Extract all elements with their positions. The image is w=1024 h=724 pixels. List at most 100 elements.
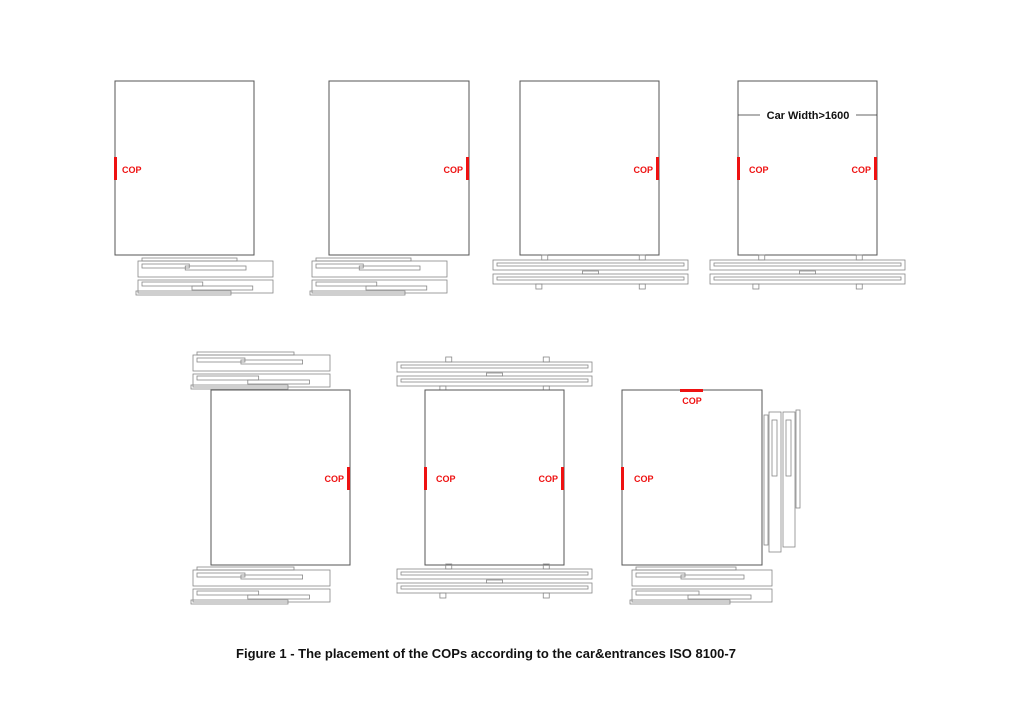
door-panel: [400, 585, 589, 590]
door-track: [631, 569, 773, 587]
car-width-label: Car Width>1600: [767, 110, 850, 122]
door-frame: [795, 409, 801, 509]
door-assembly-rear: [190, 566, 331, 605]
cop-label: COP: [443, 165, 463, 175]
door-panel: [240, 359, 303, 365]
door-track: [782, 411, 796, 548]
cop-label: COP: [851, 165, 871, 175]
cop-marker-left: [114, 157, 117, 180]
door-panel: [141, 281, 204, 287]
door-assembly-side: [763, 409, 801, 553]
cop-marker-right: [874, 157, 877, 180]
cop-marker-left: [424, 467, 427, 490]
door-track: [631, 588, 773, 603]
car-outline: [621, 389, 763, 566]
door-bracket: [638, 283, 646, 290]
door-panel: [400, 378, 589, 383]
door-frame: [309, 290, 406, 296]
door-track: [768, 411, 782, 553]
door-panel: [785, 419, 792, 477]
door-bracket: [758, 254, 766, 261]
door-bracket: [541, 254, 549, 261]
car-outline: [114, 80, 255, 256]
door-panel: [400, 364, 589, 369]
door-bracket: [542, 592, 550, 599]
layout-5: COP: [190, 351, 351, 605]
door-track: [396, 568, 593, 580]
door-bracket: [855, 283, 863, 290]
cop-marker-right: [656, 157, 659, 180]
cop-marker-right: [466, 157, 469, 180]
door-bracket: [445, 356, 453, 363]
door-frame: [190, 384, 289, 390]
door-panel: [315, 281, 378, 287]
door-frame: [141, 257, 238, 262]
cop-label: COP: [538, 474, 558, 484]
layout-6: COP COP: [396, 356, 593, 599]
door-track: [492, 259, 689, 271]
door-frame: [763, 414, 769, 546]
door-track: [709, 273, 906, 285]
cop-marker-right: [347, 467, 350, 490]
car-outline: [210, 389, 351, 566]
door-track: [137, 279, 274, 294]
door-bracket: [542, 356, 550, 363]
door-track: [192, 588, 331, 603]
figure-caption: Figure 1 - The placement of the COPs acc…: [236, 646, 736, 661]
door-track: [709, 259, 906, 271]
door-bracket: [542, 563, 550, 570]
door-track: [396, 375, 593, 387]
door-bracket: [855, 254, 863, 261]
door-panel: [400, 571, 589, 576]
door-bracket: [535, 283, 543, 290]
car-outline: [424, 389, 565, 566]
cop-marker-left: [737, 157, 740, 180]
door-panel: [358, 265, 421, 271]
layout-2: COP: [309, 80, 470, 296]
door-assembly-center: [492, 254, 689, 290]
cop-label: COP: [436, 474, 456, 484]
door-assembly-front: [396, 356, 593, 392]
door-panel: [141, 263, 190, 269]
door-track: [192, 373, 331, 388]
door-panel: [191, 285, 254, 291]
door-panel: [680, 574, 745, 580]
door-panel: [184, 265, 247, 271]
layout-3: COP: [492, 80, 689, 290]
door-lock: [486, 372, 503, 377]
door-track: [192, 569, 331, 587]
door-panel: [240, 574, 303, 580]
door-track: [192, 354, 331, 372]
door-assembly-front: [190, 351, 331, 390]
door-frame: [196, 351, 295, 356]
door-panel: [196, 357, 246, 363]
door-bracket: [439, 592, 447, 599]
door-track: [492, 273, 689, 285]
layout-4: Car Width>1600 COP COP: [709, 80, 906, 290]
cop-label: COP: [324, 474, 344, 484]
layout-7: COP COP: [621, 389, 801, 605]
door-bracket: [445, 563, 453, 570]
cop-label: COP: [634, 474, 654, 484]
door-frame: [635, 566, 737, 571]
door-panel: [247, 594, 310, 600]
cop-label: COP: [122, 165, 142, 175]
door-bracket: [752, 283, 760, 290]
door-assembly-telescopic: [309, 257, 448, 296]
door-frame: [135, 290, 232, 296]
door-assembly-rear: [629, 566, 773, 605]
cop-marker-right: [561, 467, 564, 490]
door-assembly-center: [709, 254, 906, 290]
dimension-label-bg: [760, 106, 856, 120]
door-track: [396, 582, 593, 594]
cop-label: COP: [682, 396, 702, 406]
door-panel: [196, 375, 260, 381]
door-frame: [190, 599, 289, 605]
door-track: [311, 260, 448, 278]
door-track: [311, 279, 448, 294]
door-panel: [771, 419, 778, 477]
door-track: [137, 260, 274, 278]
cop-marker-top: [680, 389, 703, 392]
door-lock: [582, 270, 599, 275]
